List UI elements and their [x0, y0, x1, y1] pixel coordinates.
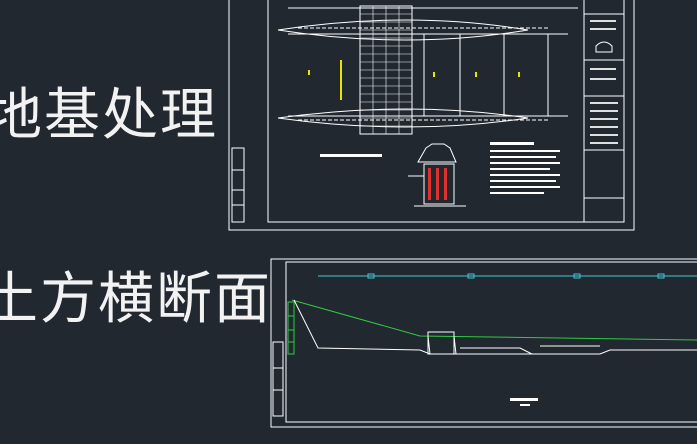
- sheet-outer-border: [270, 258, 697, 428]
- side-title-block: [231, 147, 245, 223]
- side-title-block: [272, 341, 284, 417]
- design-level-line: [318, 273, 697, 279]
- sheet-inner-border: [285, 261, 697, 423]
- notes-block: [490, 142, 560, 194]
- sheet-outer-border: [228, 0, 635, 231]
- section-caption-bar: [510, 398, 538, 401]
- yellow-markers: [308, 60, 520, 100]
- foundation-plan-drawing[interactable]: [228, 0, 638, 232]
- foundation-treatment-title: 地基处理: [0, 83, 218, 148]
- red-piles: [428, 168, 447, 200]
- foundation-detail-section: [408, 143, 466, 207]
- plan-outline-top: [277, 19, 529, 41]
- title-block: [583, 0, 625, 223]
- existing-ground-line: [287, 299, 697, 355]
- earthwork-cross-section-title: 土方横断面: [0, 267, 272, 332]
- cross-section-drawing[interactable]: [270, 258, 697, 428]
- cross-section-profile: [293, 299, 697, 355]
- plan-outline-bottom: [277, 108, 529, 128]
- plan-caption-bar: [320, 154, 382, 157]
